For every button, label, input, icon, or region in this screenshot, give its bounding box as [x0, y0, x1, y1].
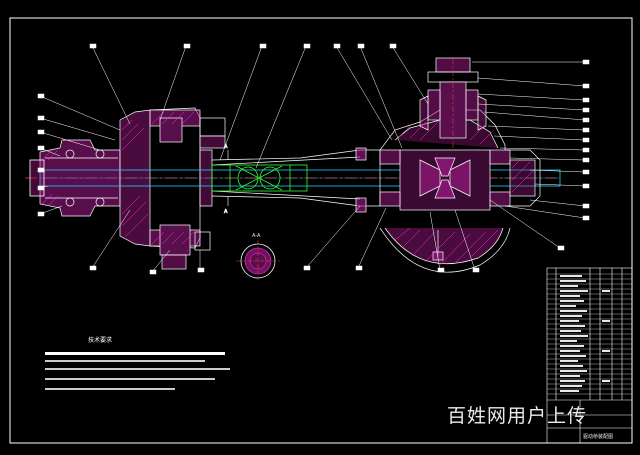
- technical-requirements: 技术要求: [45, 336, 230, 390]
- section-marks: A A: [224, 144, 229, 215]
- axle-housing-tube: [211, 149, 381, 207]
- tech-requirements-title: 技术要求: [88, 336, 112, 344]
- tech-line-4: [45, 378, 215, 380]
- parts-list-rows: [547, 273, 632, 395]
- svg-text:A: A: [224, 144, 228, 150]
- tech-line-3: [45, 368, 230, 370]
- coupling-joint: [211, 164, 308, 192]
- section-view-aa: A-A: [236, 233, 280, 282]
- svg-text:A: A: [224, 209, 228, 215]
- tech-line-5: [45, 388, 175, 390]
- differential-hatching: [394, 119, 535, 266]
- left-hub-hatching: [41, 111, 195, 245]
- title-block-drawing-name: 驱动桥装配图: [583, 433, 613, 440]
- part-leaders: [37, 43, 590, 275]
- svg-text:A-A: A-A: [252, 233, 261, 239]
- site-watermark: 百姓网用户上传: [447, 405, 588, 427]
- pinion-input-shaft: [419, 57, 487, 150]
- left-hub-assembly: [39, 107, 226, 270]
- parts-list-entries: [560, 275, 610, 392]
- tech-line-1: [45, 352, 225, 355]
- drawing-border: [9, 17, 633, 444]
- tech-line-2: [45, 360, 205, 362]
